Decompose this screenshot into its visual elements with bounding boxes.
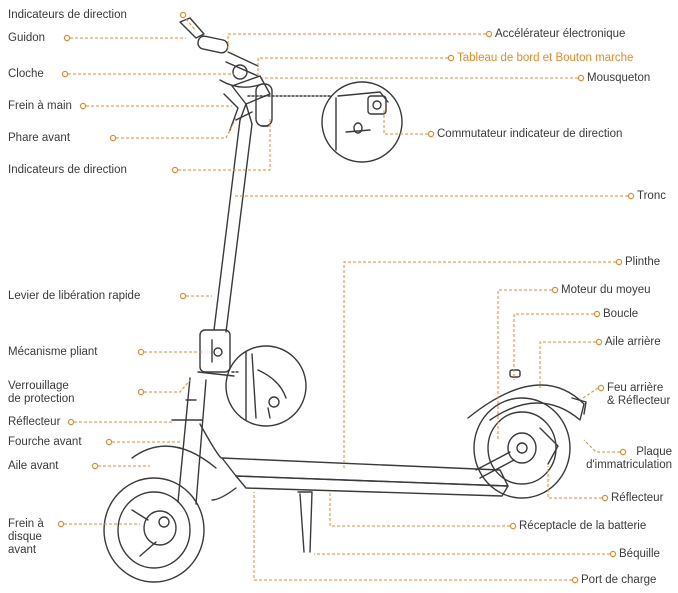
- label-indicateurs-direction-bottom: Indicateurs de direction: [8, 164, 127, 177]
- label-levier-liberation: Levier de libération rapide: [8, 290, 140, 303]
- leader-phare: [116, 118, 236, 138]
- label-frein-disque-line2: disque: [8, 531, 44, 544]
- label-verrouillage: Verrouillage de protection: [8, 380, 75, 406]
- leader-indicateurs-bottom: [178, 118, 270, 170]
- scooter-illustration: [104, 18, 586, 582]
- label-verrouillage-line2: de protection: [8, 393, 75, 406]
- leader-moteur: [498, 290, 552, 440]
- label-feu-arriere-line2: & Réflecteur: [607, 395, 670, 408]
- label-plaque-line2: d'immatriculation: [578, 459, 672, 472]
- label-frein-disque-line3: avant: [8, 544, 44, 557]
- label-indicateurs-direction-top: Indicateurs de direction: [8, 9, 127, 22]
- label-phare-avant: Phare avant: [8, 132, 70, 145]
- leader-boucle: [514, 314, 594, 380]
- deck: [200, 424, 508, 500]
- label-tableau-bord: Tableau de bord et Bouton marche: [457, 52, 633, 65]
- label-frein-main: Frein à main: [8, 100, 72, 113]
- front-fender: [132, 446, 216, 468]
- label-port-charge: Port de charge: [581, 574, 656, 587]
- leader-tableau: [258, 58, 448, 78]
- label-plaque: Plaque d'immatriculation: [578, 446, 672, 472]
- folding-mechanism: [198, 330, 234, 376]
- label-aile-arriere: Aile arrière: [605, 336, 661, 349]
- label-tronc: Tronc: [637, 190, 666, 203]
- label-accelerateur: Accélérateur électronique: [495, 28, 625, 41]
- leader-receptacle: [330, 492, 510, 526]
- rear-wheel: [474, 398, 570, 498]
- leader-feu-arriere: [580, 388, 598, 400]
- label-frein-disque-line1: Frein à: [8, 518, 44, 531]
- leader-lines: [64, 15, 628, 580]
- inset-latch: [226, 346, 306, 426]
- label-commutateur: Commutateur indicateur de direction: [437, 128, 622, 141]
- leader-accelerateur: [228, 34, 486, 52]
- label-frein-disque: Frein à disque avant: [8, 518, 44, 557]
- label-fourche-avant: Fourche avant: [8, 436, 82, 449]
- label-reflecteur-rear: Réflecteur: [611, 492, 663, 505]
- front-wheel: [104, 478, 204, 582]
- label-aile-avant: Aile avant: [8, 460, 59, 473]
- leader-port-charge: [254, 492, 572, 580]
- label-moteur-moyeu: Moteur du moyeu: [561, 284, 651, 297]
- label-feu-arriere: Feu arrière & Réflecteur: [607, 382, 670, 408]
- kickstand: [298, 492, 312, 552]
- label-feu-arriere-line1: Feu arrière: [607, 382, 670, 395]
- label-plaque-line1: Plaque: [578, 446, 672, 459]
- stem: [214, 104, 252, 332]
- label-cloche: Cloche: [8, 68, 44, 81]
- leader-commutateur: [384, 110, 428, 134]
- leader-verrouillage: [144, 380, 190, 392]
- label-boucle: Boucle: [603, 308, 638, 321]
- label-reflecteur-front: Réflecteur: [8, 416, 60, 429]
- dashboard-head: [232, 76, 270, 124]
- front-fork: [172, 378, 206, 504]
- label-mecanisme-pliant: Mécanisme pliant: [8, 346, 97, 359]
- leader-aile-arriere: [540, 342, 596, 388]
- leader-endpoints: [58, 12, 633, 582]
- label-receptacle: Réceptacle de la batterie: [519, 520, 646, 533]
- label-plinthe: Plinthe: [625, 256, 660, 269]
- label-guidon: Guidon: [8, 32, 45, 45]
- label-bequille: Béquille: [619, 548, 660, 561]
- inset-switch: [322, 82, 402, 162]
- label-mousqueton: Mousqueton: [587, 72, 650, 85]
- label-verrouillage-line1: Verrouillage: [8, 380, 75, 393]
